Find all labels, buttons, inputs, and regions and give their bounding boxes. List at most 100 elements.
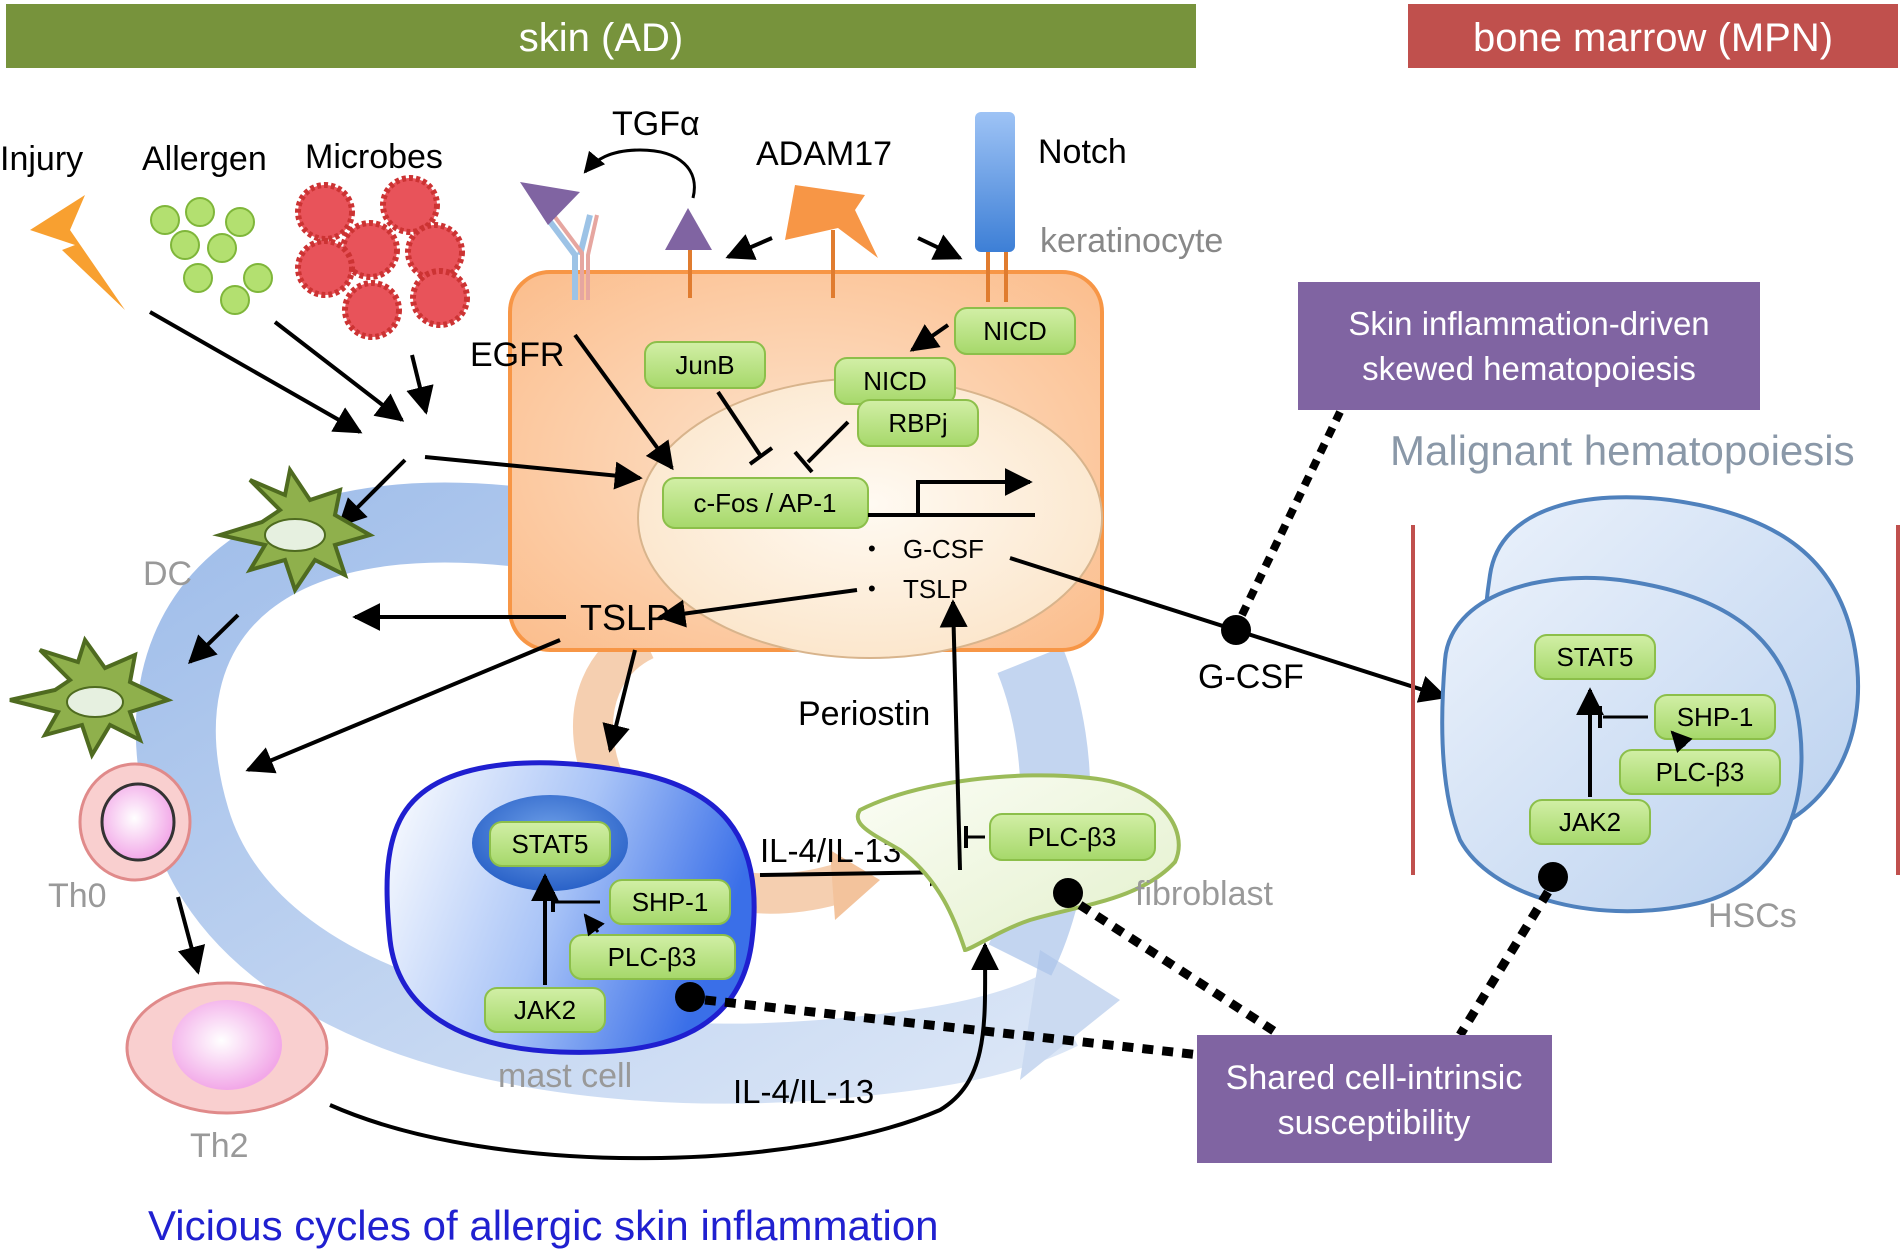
- vicious-cycle-arrowhead: [1020, 950, 1120, 1080]
- hsc-jak2-pill: [1529, 799, 1651, 845]
- mast-stat5-label: STAT5: [511, 829, 588, 859]
- keratinocyte-label: keratinocyte: [1040, 222, 1223, 260]
- th0-nucleus: [100, 782, 176, 862]
- junb-pill: [644, 341, 766, 389]
- il4-il13-lower-label: IL-4/IL-13: [733, 1073, 874, 1110]
- microbes-icon: [295, 175, 470, 340]
- th2-nucleus: [172, 1000, 282, 1090]
- hsc-jak2-label: JAK2: [1559, 807, 1621, 837]
- skin-header-title: skin (AD): [519, 16, 683, 60]
- adam17-to-notch-arrow: [917, 234, 963, 260]
- gcsf-systemic-label: G-CSF: [1198, 658, 1304, 696]
- tslp-to-th0-arrow: [245, 638, 561, 774]
- cfos-ap1-label: c-Fos / AP-1: [693, 488, 836, 518]
- tslp-bullet: •: [868, 576, 876, 601]
- tgfa-ligand-icon: [665, 208, 712, 250]
- nicd-membrane-label: NICD: [983, 316, 1047, 346]
- mast-jak2-pill: [484, 987, 606, 1033]
- mast-cell-label: mast cell: [498, 1057, 632, 1095]
- mast-plcb3-label: PLC-β3: [608, 942, 697, 972]
- fibro-susceptibility-dot: [1053, 878, 1083, 908]
- periostin-label: Periostin: [798, 695, 930, 733]
- egfr-label: EGFR: [470, 336, 564, 374]
- fibroblast-label: fibroblast: [1135, 875, 1274, 913]
- allergen-label: Allergen: [142, 140, 267, 178]
- rbpj-inhibition-bar: [793, 450, 814, 474]
- nicd-translocation-arrow: [909, 323, 950, 352]
- nicd-nuclear-label: NICD: [863, 366, 927, 396]
- trigger-to-cfos-arrow: [424, 455, 643, 490]
- th2-to-fibroblast-arrow: [329, 942, 1000, 1161]
- gcsf-junction-dot: [1221, 615, 1251, 645]
- hsc-plcb3-label: PLC-β3: [1656, 757, 1745, 787]
- skewed-line2: skewed hematopoiesis: [1362, 350, 1696, 387]
- hsc-plcb3-to-shp1-arrow: [1670, 730, 1693, 753]
- tgfa-release-arrow: [583, 148, 696, 199]
- shared-susceptibility-box: [1197, 1035, 1552, 1163]
- egfr-to-cfos-arrow: [573, 333, 674, 471]
- hsc-plcb3-pill: [1619, 749, 1781, 795]
- adam17-protease-icon: [785, 185, 878, 258]
- dc-label: DC: [143, 555, 192, 593]
- tslp-secreted-label: TSLP: [580, 597, 670, 638]
- periostin-arrow: [939, 599, 968, 871]
- junb-inhibition-bar: [748, 446, 774, 466]
- allergen-arrow: [273, 320, 405, 422]
- trigger-to-dc-arrow: [338, 458, 407, 527]
- th0-label: Th0: [48, 877, 107, 915]
- tgfa-label: TGFα: [612, 105, 700, 143]
- dc-to-dc-arrow: [187, 613, 240, 664]
- junb-inhibition-line: [716, 390, 762, 457]
- fibro-plcb3-pill: [989, 813, 1156, 861]
- adam17-to-tgfa-arrow: [725, 234, 773, 260]
- hsc-shp1-pill: [1654, 694, 1776, 740]
- orange-cycle-arrowhead: [830, 850, 880, 920]
- transcription-start-arrow: [916, 468, 1033, 515]
- th2-label: Th2: [190, 1127, 249, 1165]
- mast-shp1-label: SHP-1: [632, 887, 709, 917]
- mast-susceptibility-dot: [675, 982, 705, 1012]
- rbpj-inhibition-line: [806, 420, 850, 464]
- adam17-label: ADAM17: [756, 135, 892, 173]
- gcsf-bullet: •: [868, 536, 876, 561]
- bone-marrow-header-title: bone marrow (MPN): [1473, 16, 1833, 60]
- bone-marrow-header-bar: [1408, 4, 1898, 68]
- fibroblast-cell: [855, 773, 1181, 953]
- mast-plcb3-to-shp1-arrow: [583, 913, 605, 937]
- hsc-to-shared-dotted-line: [1456, 889, 1552, 1038]
- skin-header-bar: [6, 4, 1196, 68]
- hsc-shp1-label: SHP-1: [1677, 702, 1754, 732]
- hsc-susceptibility-dot: [1538, 862, 1568, 892]
- skewed-line1: Skin inflammation-driven: [1348, 305, 1709, 342]
- shared-line1: Shared cell-intrinsic: [1226, 1059, 1523, 1097]
- dc-lower-icon: [9, 635, 174, 760]
- gcsf-gene-label: G-CSF: [903, 534, 984, 564]
- shared-line2: susceptibility: [1278, 1104, 1471, 1142]
- dc-upper-icon: [212, 464, 376, 595]
- microbes-arrow: [406, 354, 434, 415]
- injury-label: Injury: [0, 140, 83, 178]
- notch-receptor-icon: [975, 112, 1015, 252]
- hsc-stat5-label: STAT5: [1556, 642, 1633, 672]
- injury-lightning-icon: [30, 195, 125, 310]
- vicious-cycle-caption: Vicious cycles of allergic skin inflamma…: [148, 1202, 939, 1249]
- mast-stat5-pill: [489, 821, 611, 867]
- rbpj-label: RBPj: [888, 408, 947, 438]
- rbpj-pill: [857, 399, 979, 447]
- egfr-receptor-icon: [520, 182, 599, 300]
- junb-label: JunB: [675, 350, 734, 380]
- malignant-hematopoiesis-label: Malignant hematopoiesis: [1390, 427, 1855, 474]
- fibro-to-shared-dotted-line: [1077, 901, 1283, 1039]
- hsc-stat5-pill: [1534, 634, 1656, 680]
- hscs-label: HSCs: [1708, 897, 1797, 935]
- tslp-to-mast-arrow: [602, 649, 637, 753]
- nicd-membrane-pill: [954, 307, 1076, 355]
- injury-arrow: [149, 310, 363, 434]
- fibro-plcb3-label: PLC-β3: [1028, 822, 1117, 852]
- hsc-front-cell: [1440, 575, 1804, 914]
- notch-label: Notch: [1038, 133, 1127, 171]
- microbes-label: Microbes: [305, 138, 443, 176]
- allergen-particles-icon: [150, 197, 273, 315]
- skewed-hematopoiesis-box: [1298, 282, 1760, 410]
